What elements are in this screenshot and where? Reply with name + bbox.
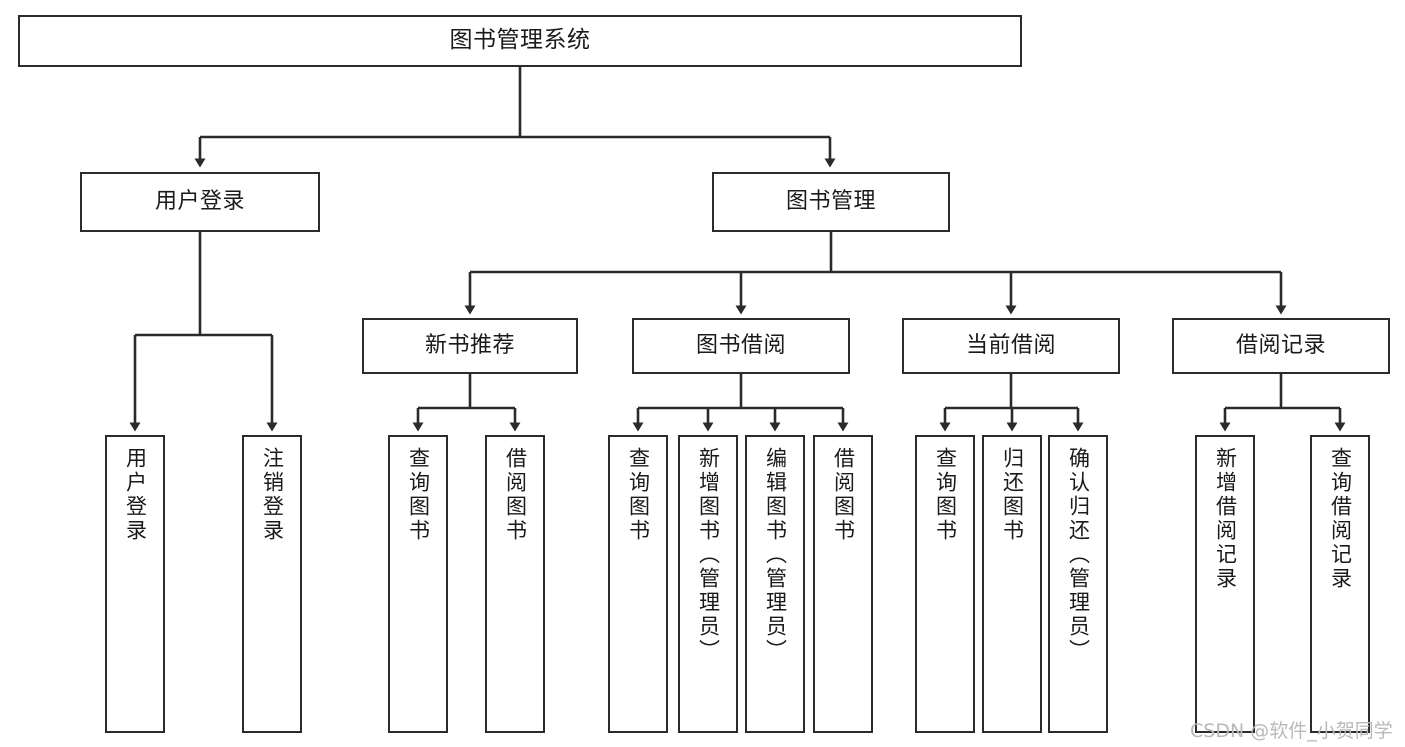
- node-leaf-query-book-1[interactable]: 查询图书: [388, 435, 448, 733]
- node-leaf-query-book-1-label: 查询图书: [406, 447, 431, 543]
- node-user-login-label: 用户登录: [154, 188, 245, 214]
- node-leaf-confirm-return-label: 确认归还（管理员）: [1066, 447, 1091, 663]
- node-leaf-query-record-label: 查询借阅记录: [1328, 447, 1353, 591]
- node-book-borrow[interactable]: 图书借阅: [632, 318, 850, 374]
- node-leaf-logout-login-label: 注销登录: [260, 447, 285, 543]
- node-leaf-query-book-2[interactable]: 查询图书: [608, 435, 668, 733]
- node-new-book-recommend[interactable]: 新书推荐: [362, 318, 578, 374]
- node-leaf-add-book-label: 新增图书（管理员）: [696, 447, 721, 663]
- node-current-borrow[interactable]: 当前借阅: [902, 318, 1120, 374]
- node-leaf-query-book-2-label: 查询图书: [626, 447, 651, 543]
- node-leaf-confirm-return[interactable]: 确认归还（管理员）: [1048, 435, 1108, 733]
- node-book-manage[interactable]: 图书管理: [712, 172, 950, 232]
- node-borrow-record[interactable]: 借阅记录: [1172, 318, 1390, 374]
- node-leaf-return-book-label: 归还图书: [1000, 447, 1025, 543]
- node-book-manage-label: 图书管理: [785, 188, 876, 214]
- node-leaf-add-book[interactable]: 新增图书（管理员）: [678, 435, 738, 733]
- node-borrow-record-label: 借阅记录: [1235, 332, 1326, 358]
- node-book-borrow-label: 图书借阅: [695, 332, 786, 358]
- node-leaf-user-login[interactable]: 用户登录: [105, 435, 165, 733]
- node-leaf-query-record[interactable]: 查询借阅记录: [1310, 435, 1370, 733]
- node-leaf-user-login-label: 用户登录: [123, 447, 148, 543]
- node-leaf-return-book[interactable]: 归还图书: [982, 435, 1042, 733]
- node-leaf-query-book-3[interactable]: 查询图书: [915, 435, 975, 733]
- node-leaf-logout-login[interactable]: 注销登录: [242, 435, 302, 733]
- node-user-login[interactable]: 用户登录: [80, 172, 320, 232]
- csdn-watermark: CSDN @软件_小贺同学: [1190, 720, 1393, 742]
- node-leaf-borrow-book-1-label: 借阅图书: [503, 447, 528, 543]
- node-leaf-add-record-label: 新增借阅记录: [1213, 447, 1238, 591]
- node-leaf-borrow-book-2[interactable]: 借阅图书: [813, 435, 873, 733]
- node-leaf-borrow-book-2-label: 借阅图书: [831, 447, 856, 543]
- node-leaf-edit-book-label: 编辑图书（管理员）: [763, 447, 788, 663]
- node-leaf-add-record[interactable]: 新增借阅记录: [1195, 435, 1255, 733]
- node-leaf-borrow-book-1[interactable]: 借阅图书: [485, 435, 545, 733]
- node-leaf-edit-book[interactable]: 编辑图书（管理员）: [745, 435, 805, 733]
- node-root[interactable]: 图书管理系统: [18, 15, 1022, 67]
- node-leaf-query-book-3-label: 查询图书: [933, 447, 958, 543]
- node-root-label: 图书管理系统: [449, 27, 591, 54]
- node-new-book-recommend-label: 新书推荐: [424, 332, 515, 358]
- node-current-borrow-label: 当前借阅: [965, 332, 1056, 358]
